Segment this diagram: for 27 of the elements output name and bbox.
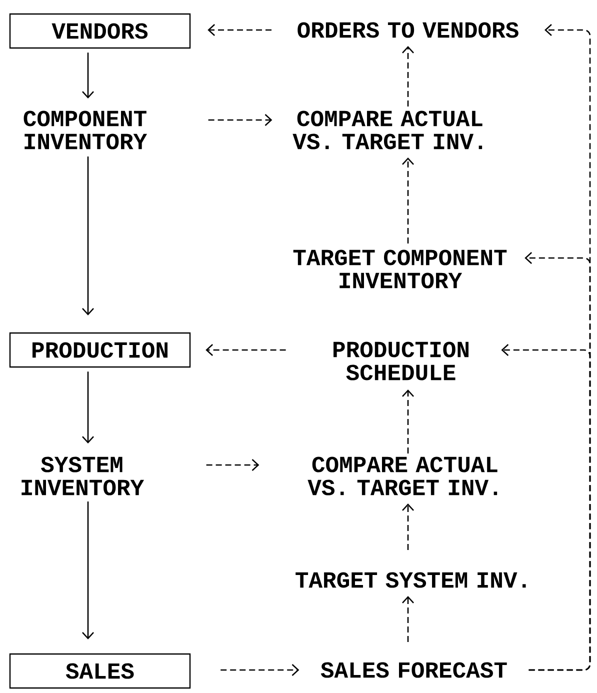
arrow xyxy=(220,664,300,676)
step-label: COMPONENT INVENTORY xyxy=(24,110,148,150)
step-label: PRODUCTION SCHEDULE xyxy=(334,342,468,380)
arrow xyxy=(82,372,94,444)
arrow xyxy=(208,114,272,126)
process-box: PRODUCTION xyxy=(9,332,191,368)
arrow xyxy=(82,156,94,316)
arrow xyxy=(402,390,414,454)
step-label: TARGET SYSTEM INV. xyxy=(296,572,526,588)
process-box: VENDORS xyxy=(9,13,191,49)
arrow xyxy=(402,504,414,550)
arrow xyxy=(402,46,414,106)
arrow xyxy=(501,344,591,671)
arrow xyxy=(206,459,260,471)
arrow xyxy=(402,596,414,642)
arrow xyxy=(82,502,94,640)
step-label: SALES FORECAST xyxy=(320,662,507,678)
arrow xyxy=(402,158,414,244)
step-label: TARGET COMPONENT INVENTORY xyxy=(293,250,507,288)
arrow xyxy=(208,24,272,36)
step-label: COMPARE ACTUAL VS. TARGET INV. xyxy=(308,456,498,496)
process-box: SALES xyxy=(9,653,191,689)
arrow xyxy=(206,344,286,356)
step-label: COMPARE ACTUAL VS. TARGET INV. xyxy=(292,110,482,150)
step-label: ORDERS TO VENDORS xyxy=(298,22,518,38)
step-label: SYSTEM INVENTORY xyxy=(22,456,144,496)
arrow xyxy=(82,52,94,98)
